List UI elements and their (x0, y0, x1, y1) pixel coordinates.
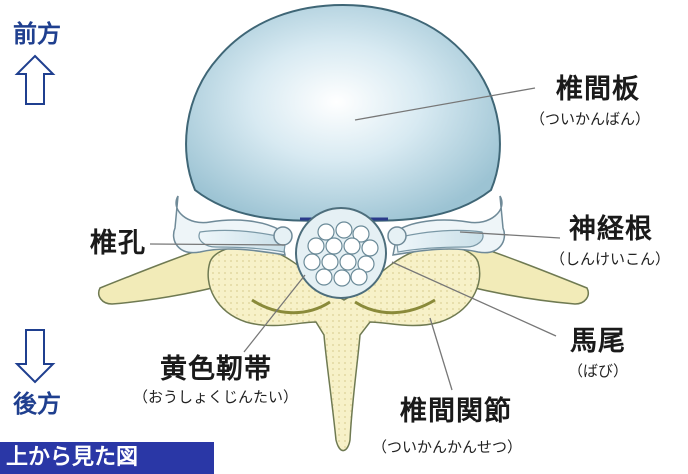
facet-label: 椎間関節 (400, 398, 512, 425)
nerve-root-label: 神経根 (569, 216, 653, 243)
cauda-reading: （ばび） (568, 364, 628, 379)
front-arrow-icon (17, 56, 53, 104)
foramen-label: 椎孔 (90, 230, 146, 257)
right-root-ganglion (388, 227, 406, 245)
left-root-ganglion (274, 227, 292, 245)
ligament-reading: （おうしょくじんたい） (133, 390, 298, 405)
facet-reading: （ついかんかんせつ） (372, 440, 522, 455)
view-caption: 上から見た図 (0, 442, 214, 474)
cauda-label: 馬尾 (570, 328, 626, 355)
front-direction-label: 前方 (13, 22, 61, 46)
facet-leader (430, 318, 452, 390)
back-direction-label: 後方 (13, 392, 61, 416)
disc-reading: （ついかんばん） (530, 112, 650, 127)
back-arrow-icon (17, 330, 53, 382)
nerve-root-reading: （しんけいこん） (550, 252, 670, 267)
disc-label: 椎間板 (556, 76, 640, 103)
intervertebral-disc (186, 5, 500, 221)
ligament-label: 黄色靭帯 (160, 356, 272, 383)
